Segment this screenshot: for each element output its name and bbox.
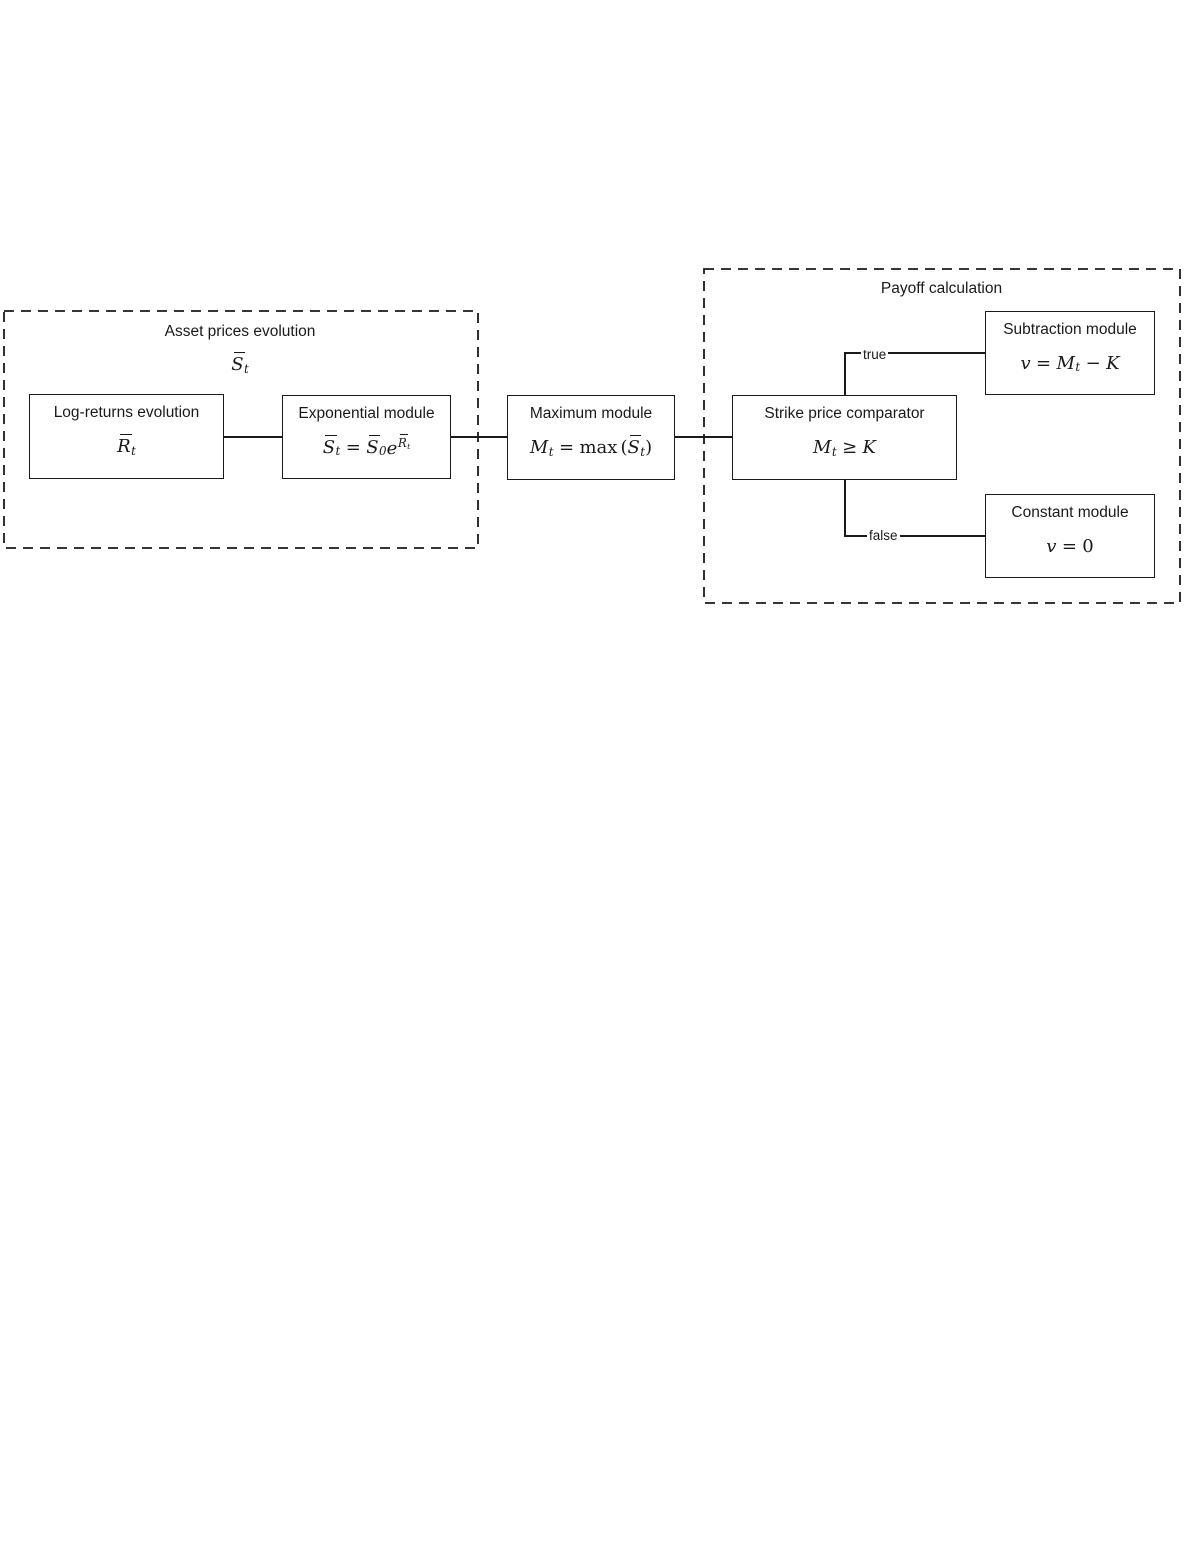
edge-label-false: false xyxy=(867,528,900,543)
edge-label-true: true xyxy=(861,347,889,362)
node-title-maximum: Maximum module xyxy=(529,405,653,422)
node-title-constant: Constant module xyxy=(1011,504,1129,521)
node-maximum-module: Maximum module Mt=max(St) xyxy=(507,395,675,480)
edge-true-horizontal xyxy=(844,352,985,354)
group-title-payoff-calculation: Payoff calculation xyxy=(880,280,1003,297)
node-subtraction-module: Subtraction module v=Mt−K xyxy=(985,311,1155,395)
edge-false-vertical xyxy=(844,479,846,536)
node-formula-log-returns: Rt xyxy=(117,434,136,458)
node-strike-price-comparator: Strike price comparator Mt≥K xyxy=(732,395,957,480)
node-formula-subtraction: v=Mt−K xyxy=(1020,352,1120,375)
node-formula-maximum: Mt=max(St) xyxy=(529,435,653,459)
edge-true-vertical xyxy=(844,352,846,395)
node-formula-constant: v=0 xyxy=(1046,535,1094,557)
edge-exponential-to-maximum xyxy=(451,436,507,438)
edge-false-horizontal xyxy=(844,535,985,537)
node-constant-module: Constant module v=0 xyxy=(985,494,1155,578)
node-title-log-returns: Log-returns evolution xyxy=(53,404,200,421)
node-title-exponential: Exponential module xyxy=(298,405,435,422)
edge-logreturns-to-exponential xyxy=(224,436,282,438)
node-title-comparator: Strike price comparator xyxy=(764,405,925,422)
group-title-asset-prices: Asset prices evolution xyxy=(164,323,316,340)
asset-prices-output-label: St xyxy=(231,351,249,376)
node-formula-comparator: Mt≥K xyxy=(812,437,876,459)
node-log-returns-evolution: Log-returns evolution Rt xyxy=(29,394,224,479)
node-title-subtraction: Subtraction module xyxy=(1003,321,1137,338)
edge-maximum-to-comparator xyxy=(675,436,732,438)
